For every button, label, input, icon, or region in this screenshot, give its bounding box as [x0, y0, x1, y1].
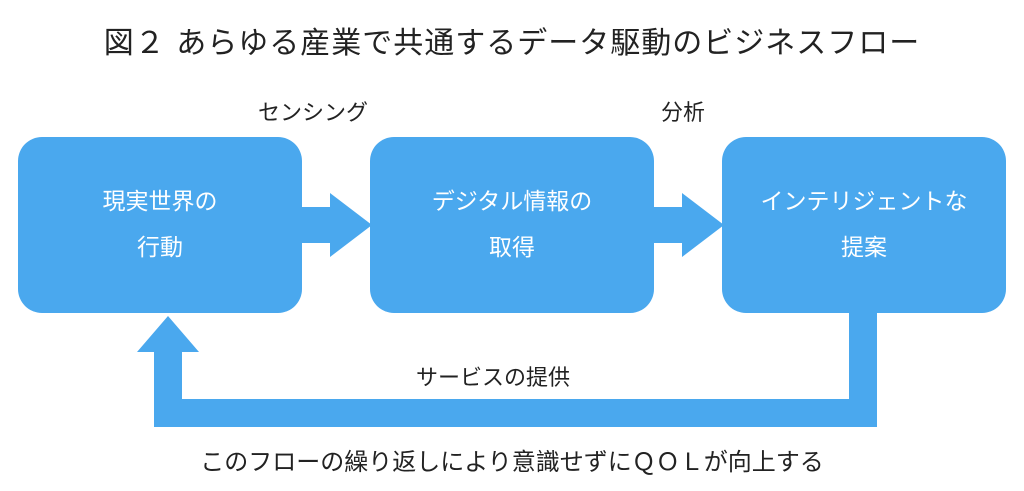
box-real-world-action: 現実世界の 行動: [18, 137, 302, 313]
service-label: サービスの提供: [416, 366, 571, 391]
analysis-label: 分析: [661, 101, 706, 126]
box-digital-acquisition-line1: デジタル情報の: [431, 189, 593, 215]
box-digital-acquisition-line2: 取得: [488, 235, 535, 261]
diagram-title: 図２ あらゆる産業で共通するデータ駆動のビジネスフロー: [103, 26, 921, 61]
box-real-world-action-line2: 行動: [137, 235, 183, 261]
arrow-feedback-loop: [137, 310, 877, 427]
arrow-analysis: [650, 193, 724, 257]
box-digital-acquisition: デジタル情報の 取得: [370, 137, 654, 313]
arrow-sensing: [298, 193, 372, 257]
footer-caption: このフローの繰り返しにより意識せずにＱＯＬが向上する: [200, 448, 824, 476]
sensing-label: センシング: [258, 101, 369, 126]
box-intelligent-proposal-line2: 提案: [841, 235, 887, 261]
box-intelligent-proposal-line1: インテリジェントな: [760, 189, 968, 215]
box-intelligent-proposal: インテリジェントな 提案: [722, 137, 1006, 313]
box-real-world-action-line1: 現実世界の: [102, 189, 218, 215]
